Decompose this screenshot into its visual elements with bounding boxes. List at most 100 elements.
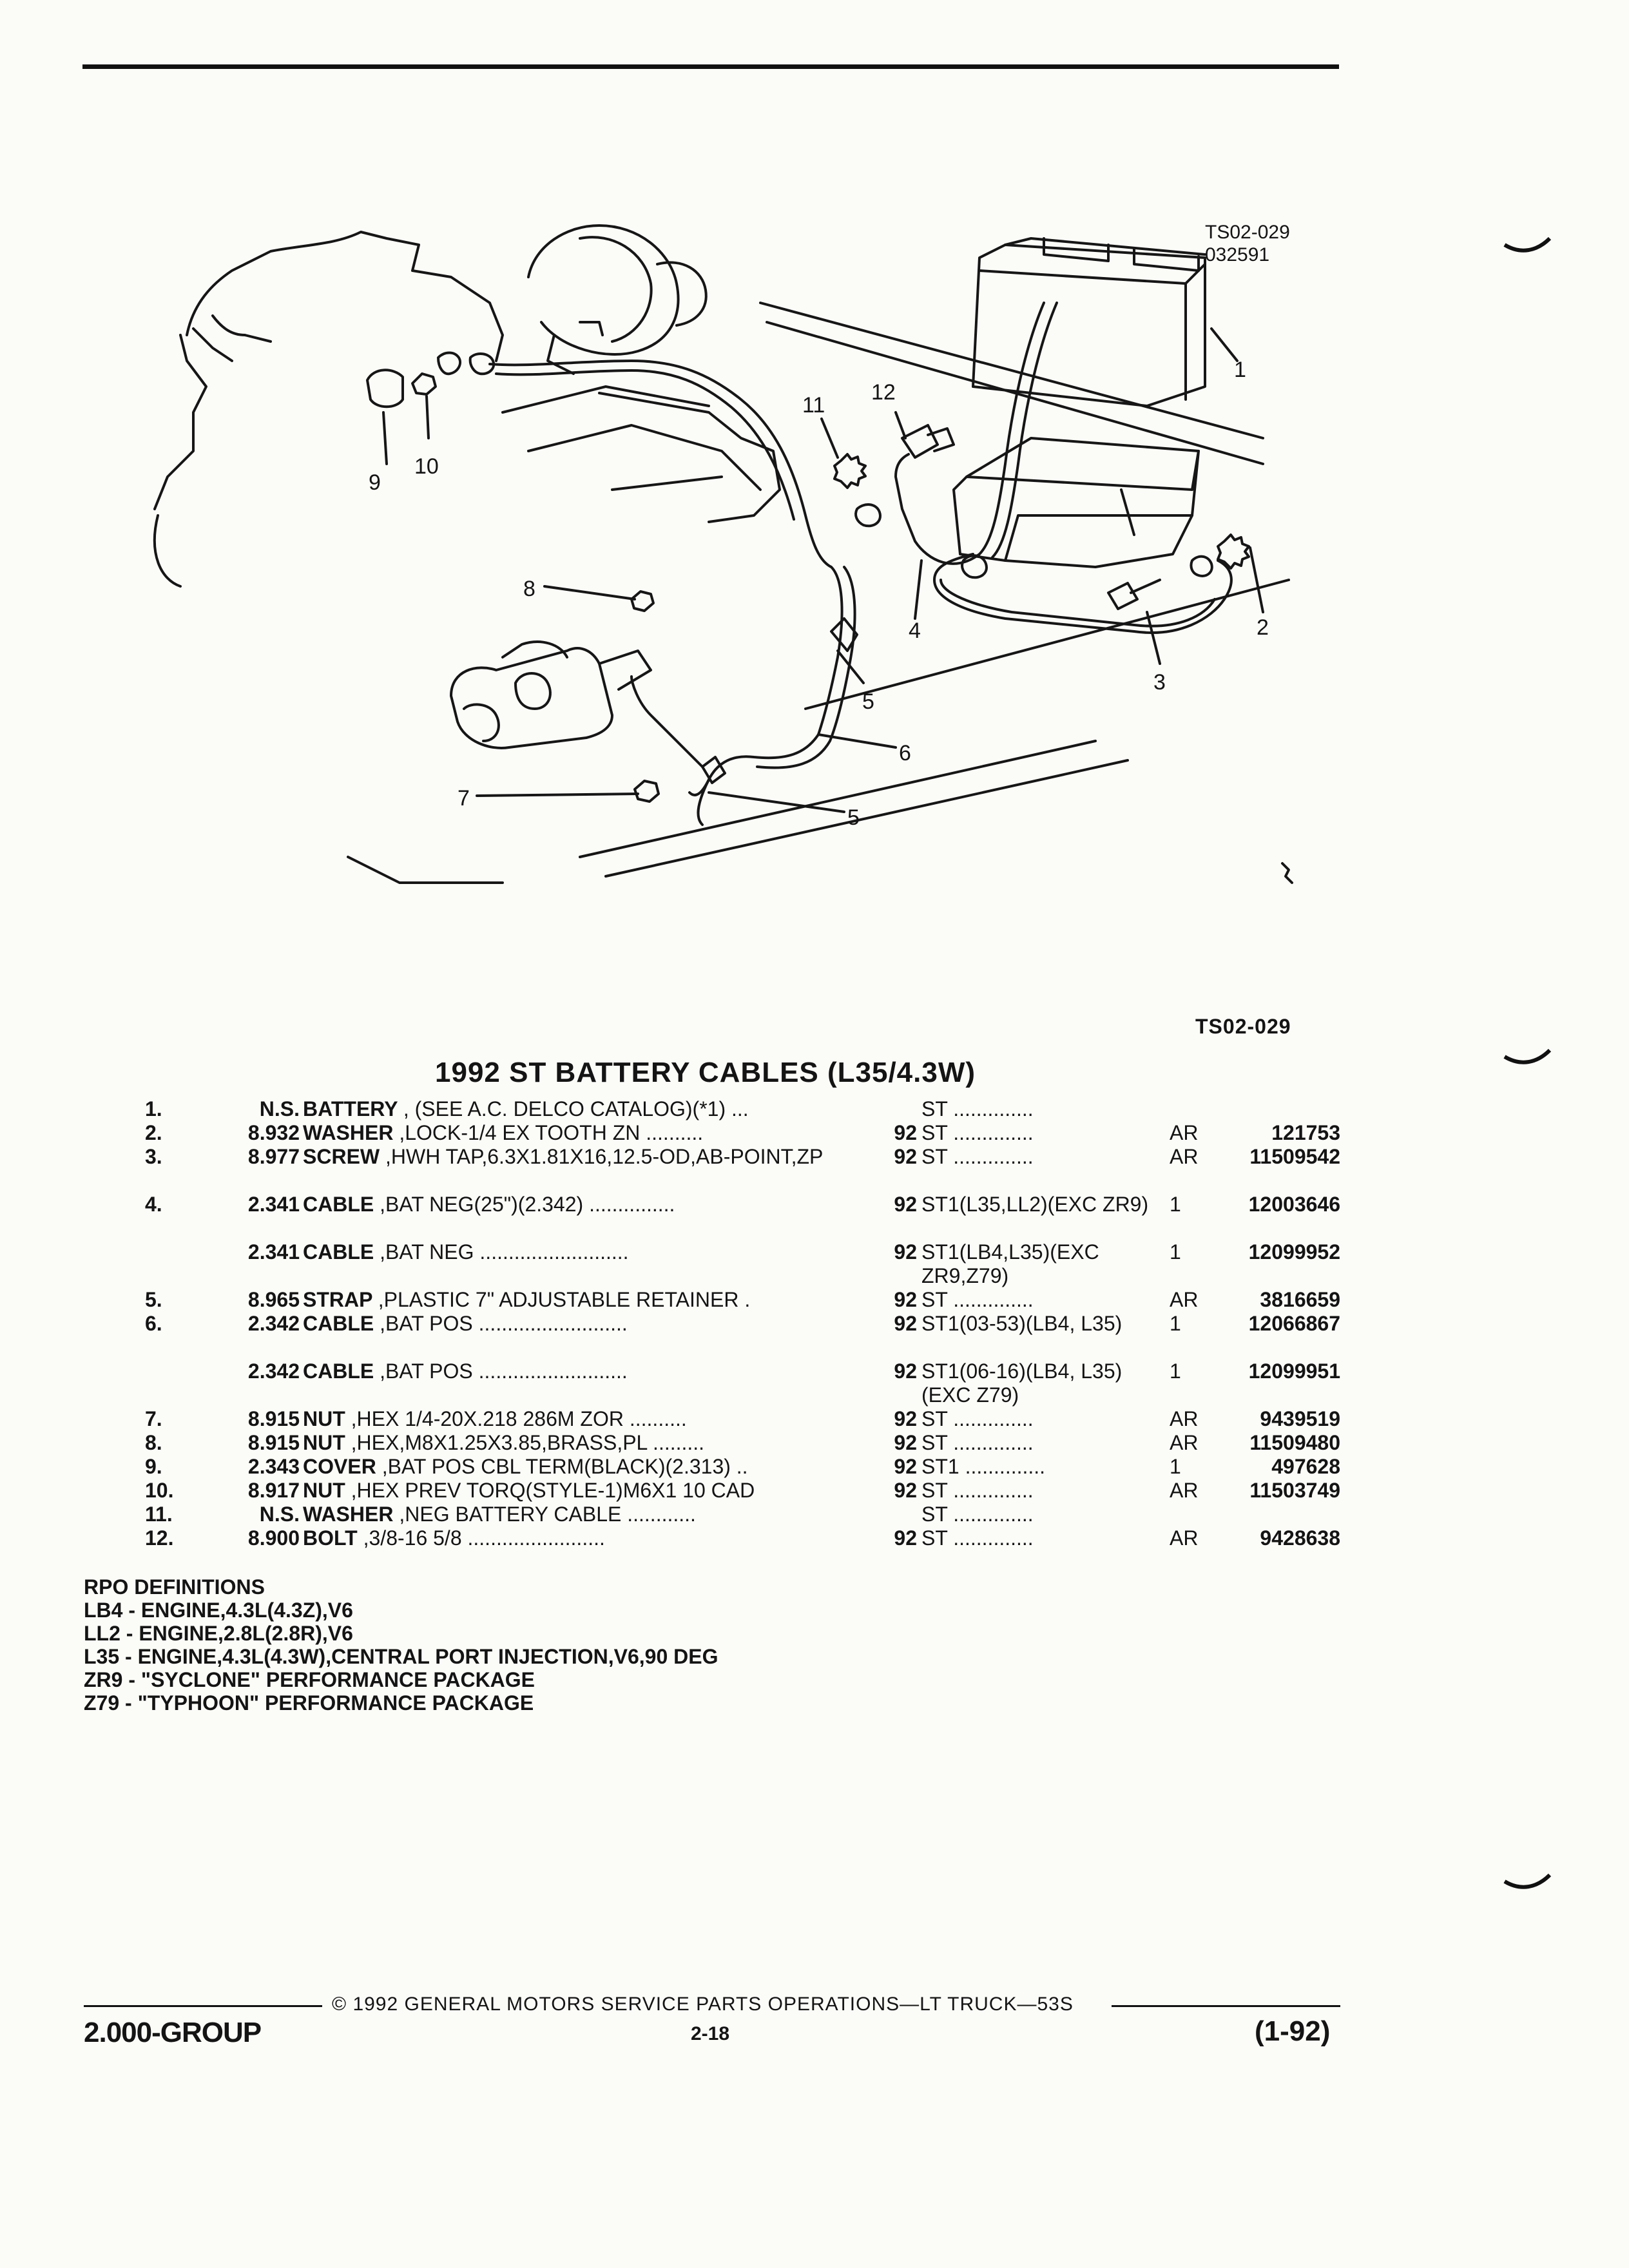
callout-8: 8 bbox=[523, 577, 535, 601]
positive-cable bbox=[488, 360, 833, 568]
parts-row: 9. 2.343 COVER ,BAT POS CBL TERM(BLACK)(… bbox=[0, 1455, 1629, 1479]
section-title: 1992 ST BATTERY CABLES (L35/4.3W) bbox=[435, 1057, 976, 1088]
terminal-cover bbox=[366, 369, 404, 408]
parts-row: 4. 2.341 CABLE ,BAT NEG(25")(2.342) ....… bbox=[0, 1193, 1629, 1240]
diagram-ref-date: 032591 bbox=[1205, 244, 1269, 265]
part-description: NUT ,HEX PREV TORQ(STYLE-1)M6X1 10 CAD bbox=[303, 1479, 755, 1502]
part-number: 12003646 bbox=[1248, 1193, 1340, 1216]
group-label: 2.000-GROUP bbox=[84, 2017, 262, 2048]
star-washer-11 bbox=[833, 453, 867, 489]
model-year: 92 bbox=[894, 1145, 917, 1168]
item-number: 6. bbox=[145, 1312, 162, 1335]
part-description: NUT ,HEX,M8X1.25X3.85,BRASS,PL ......... bbox=[303, 1431, 705, 1454]
model-year: 92 bbox=[894, 1240, 917, 1264]
part-description: CABLE ,BAT POS .........................… bbox=[303, 1312, 628, 1335]
usage: ST .............. bbox=[921, 1526, 1034, 1550]
engine-outline bbox=[186, 231, 504, 362]
callout-4: 4 bbox=[909, 619, 921, 643]
copyright-notice: © 1992 GENERAL MOTORS SERVICE PARTS OPER… bbox=[332, 1994, 1074, 2015]
parts-row: 5. 8.965 STRAP ,PLASTIC 7" ADJUSTABLE RE… bbox=[0, 1288, 1629, 1312]
usage: ST .............. bbox=[921, 1503, 1034, 1526]
part-number: 497628 bbox=[1271, 1455, 1340, 1478]
model-year: 92 bbox=[894, 1455, 917, 1478]
parts-row: 8. 8.915 NUT ,HEX,M8X1.25X3.85,BRASS,PL … bbox=[0, 1431, 1629, 1455]
parts-row: 6. 2.342 CABLE ,BAT POS ................… bbox=[0, 1312, 1629, 1360]
group-number: N.S. bbox=[259, 1503, 300, 1526]
model-year: 92 bbox=[894, 1193, 917, 1216]
part-description: WASHER ,LOCK-1/4 EX TOOTH ZN .......... bbox=[303, 1121, 704, 1144]
hex-nut-8 bbox=[630, 590, 655, 612]
rpo-line: L35 - ENGINE,4.3L(4.3W),CENTRAL PORT INJ… bbox=[84, 1645, 718, 1668]
item-number: 8. bbox=[145, 1431, 162, 1454]
part-description: BATTERY , (SEE A.C. DELCO CATALOG)(*1) .… bbox=[303, 1097, 749, 1120]
part-number: 11509480 bbox=[1249, 1431, 1340, 1454]
parts-row: 11. N.S. WASHER ,NEG BATTERY CABLE .....… bbox=[0, 1503, 1629, 1526]
quantity: AR bbox=[1170, 1479, 1199, 1502]
strap-upper bbox=[830, 617, 858, 652]
part-description: CABLE ,BAT NEG(25")(2.342) .............… bbox=[303, 1193, 675, 1216]
part-description: NUT ,HEX 1/4-20X.218 286M ZOR .......... bbox=[303, 1407, 687, 1430]
part-description: CABLE ,BAT NEG .........................… bbox=[303, 1240, 629, 1264]
part-number: 3816659 bbox=[1260, 1288, 1340, 1311]
group-number: 8.932 bbox=[247, 1121, 300, 1144]
parts-row: 2.341 CABLE ,BAT NEG ...................… bbox=[0, 1240, 1629, 1288]
item-number: 2. bbox=[145, 1121, 162, 1144]
group-number: 2.341 bbox=[247, 1193, 300, 1216]
part-number: 9428638 bbox=[1260, 1526, 1340, 1550]
footer-rule-right bbox=[1112, 2005, 1340, 2007]
group-number: N.S. bbox=[259, 1097, 300, 1120]
group-number: 8.965 bbox=[247, 1288, 300, 1311]
hex-nut-10 bbox=[411, 372, 437, 396]
rpo-line: LB4 - ENGINE,4.3L(4.3Z),V6 bbox=[84, 1599, 353, 1622]
callout-5b: 5 bbox=[847, 805, 860, 830]
part-number: 12099951 bbox=[1248, 1360, 1340, 1383]
item-number: 5. bbox=[145, 1288, 162, 1311]
quantity: 1 bbox=[1170, 1360, 1181, 1383]
callout-9: 9 bbox=[369, 470, 381, 495]
usage: ST .............. bbox=[921, 1479, 1034, 1502]
callout-2: 2 bbox=[1257, 615, 1269, 640]
strap-lower bbox=[701, 756, 726, 784]
bolt-12 bbox=[901, 424, 955, 459]
part-description: BOLT ,3/8-16 5/8 .......................… bbox=[303, 1526, 605, 1550]
hex-nut-7 bbox=[633, 780, 660, 803]
usage: ST .............. bbox=[921, 1097, 1034, 1120]
rpo-definitions: RPO DEFINITIONS LB4 - ENGINE,4.3L(4.3Z),… bbox=[84, 1575, 718, 1715]
parts-row: 2. 8.932 WASHER ,LOCK-1/4 EX TOOTH ZN ..… bbox=[0, 1121, 1629, 1145]
model-year: 92 bbox=[894, 1431, 917, 1454]
part-number: 11503749 bbox=[1249, 1479, 1340, 1502]
edge-mark-3 bbox=[1503, 1873, 1552, 1889]
usage: ST .............. bbox=[921, 1407, 1034, 1430]
model-year: 92 bbox=[894, 1479, 917, 1502]
quantity: AR bbox=[1170, 1526, 1199, 1550]
model-year: 92 bbox=[894, 1526, 917, 1550]
model-year: 92 bbox=[894, 1360, 917, 1383]
group-number: 2.342 bbox=[247, 1360, 300, 1383]
usage: ST1 .............. bbox=[921, 1455, 1046, 1478]
parts-row: 1. N.S. BATTERY , (SEE A.C. DELCO CATALO… bbox=[0, 1097, 1629, 1121]
figure-ref-code: TS02-029 bbox=[1195, 1015, 1291, 1038]
rpo-line: ZR9 - "SYCLONE" PERFORMANCE PACKAGE bbox=[84, 1668, 535, 1691]
page-number: 2-18 bbox=[691, 2023, 730, 2044]
part-number: 12099952 bbox=[1248, 1240, 1340, 1264]
group-number: 8.977 bbox=[247, 1145, 300, 1168]
group-number: 2.343 bbox=[247, 1455, 300, 1478]
callout-10: 10 bbox=[414, 454, 439, 479]
parts-row: 7. 8.915 NUT ,HEX 1/4-20X.218 286M ZOR .… bbox=[0, 1407, 1629, 1431]
callout-1: 1 bbox=[1234, 358, 1246, 382]
part-number: 12066867 bbox=[1248, 1312, 1340, 1335]
rpo-line: Z79 - "TYPHOON" PERFORMANCE PACKAGE bbox=[84, 1691, 534, 1715]
item-number: 3. bbox=[145, 1145, 162, 1168]
model-year: 92 bbox=[894, 1407, 917, 1430]
usage: ST1(06-16)(LB4, L35)(EXC Z79) bbox=[921, 1360, 1123, 1407]
date-code: (1-92) bbox=[1255, 2015, 1331, 2047]
usage: ST1(03-53)(LB4, L35) bbox=[921, 1312, 1123, 1335]
quantity: AR bbox=[1170, 1288, 1199, 1311]
quantity: AR bbox=[1170, 1145, 1199, 1168]
rpo-title: RPO DEFINITIONS bbox=[84, 1575, 265, 1599]
parts-list: 1. N.S. BATTERY , (SEE A.C. DELCO CATALO… bbox=[0, 1097, 1629, 1550]
item-number: 7. bbox=[145, 1407, 162, 1430]
group-number: 2.341 bbox=[247, 1240, 300, 1264]
battery-tray-outline bbox=[952, 450, 1200, 568]
item-number: 9. bbox=[145, 1455, 162, 1478]
